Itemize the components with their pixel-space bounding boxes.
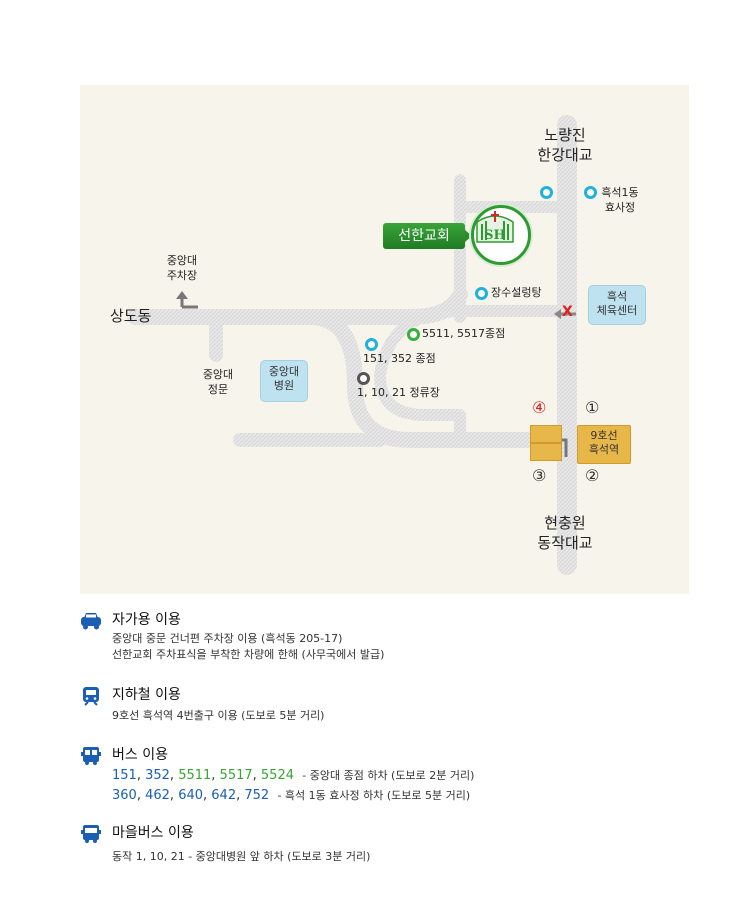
- legend-subway-line: 9호선 흑석역 4번출구 이용 (도보로 5분 거리): [112, 709, 325, 722]
- exit-2: ②: [585, 466, 600, 485]
- bus-route: 151: [112, 768, 137, 783]
- bus-route: 352: [145, 768, 170, 783]
- bus-route: 360: [112, 788, 137, 803]
- blocked-mark: X: [562, 304, 573, 320]
- label-stop-maeul: 1, 10, 21 정류장: [357, 386, 440, 399]
- church-logo-icon: SH: [476, 211, 514, 243]
- village-bus-icon: [81, 825, 101, 843]
- bus-stop-icon: [365, 338, 378, 351]
- road-south-east: [374, 305, 466, 446]
- legend-village-bus-title: 마을버스 이용: [112, 825, 194, 841]
- location-map: 노량진 한강대교 현충원 동작대교 상도동 중앙대 주차장 중앙대 정문 중앙대…: [80, 85, 689, 594]
- church-logo: SH: [471, 205, 531, 265]
- bus-route: 640: [178, 788, 204, 803]
- church-logo-text: SH: [484, 228, 506, 243]
- bus-route: 5517: [219, 768, 253, 783]
- bus-routes-row-1: 151, 352, 5511, 5517, 5524 - 중앙대 종점 하차 (…: [112, 768, 475, 783]
- exit-4: ④: [532, 398, 547, 417]
- village-bus-stop-icon: [357, 372, 370, 385]
- label-main-gate: 중앙대 정문: [202, 368, 234, 396]
- label-stop-151: 151, 352 종점: [363, 352, 436, 365]
- legend-bus: 버스 이용 151, 352, 5511, 5517, 5524 - 중앙대 종…: [80, 746, 700, 806]
- station-box: 9호선 흑석역: [577, 425, 631, 464]
- station-block-left-top: [530, 425, 562, 443]
- bus-route: 462: [145, 788, 170, 803]
- road-curve: [302, 309, 575, 448]
- legend-car-line: 중앙대 중문 건너편 주차장 이용 (흑석동 205-17): [112, 632, 343, 645]
- label-stop-5511: 5511, 5517종점: [422, 327, 506, 340]
- bus-stop-icon: [584, 186, 597, 199]
- legend-subway-title: 지하철 이용: [112, 687, 181, 703]
- exit-1: ①: [585, 398, 600, 417]
- bus-stop-icon: [475, 287, 488, 300]
- legend-village-bus-line: 동작 1, 10, 21 - 중앙대병원 앞 하차 (도보로 3분 거리): [112, 850, 371, 863]
- bus-route: 752: [244, 788, 270, 803]
- bus-note: - 중앙대 종점 하차 (도보로 2분 거리): [302, 769, 475, 782]
- bus-note: - 흑석 1동 효사정 하차 (도보로 5분 거리): [277, 789, 471, 802]
- bus-route: 642: [211, 788, 237, 803]
- bus-route: 5511: [178, 768, 212, 783]
- subway-icon: [83, 687, 99, 706]
- church-label: 선한교회: [383, 223, 465, 249]
- bus-stop-icon: [407, 328, 420, 341]
- label-west: 상도동: [110, 307, 152, 325]
- bus-route: 5524: [260, 768, 294, 783]
- bus-stop-icon: [540, 186, 553, 199]
- legend-bus-title: 버스 이용: [112, 747, 168, 763]
- label-stop-jangsu: 장수설렁탕: [491, 286, 542, 299]
- legend-car: 자가용 이용 중앙대 중문 건너편 주차장 이용 (흑석동 205-17) 선한…: [80, 611, 680, 666]
- label-south: 현충원 동작대교: [537, 514, 593, 552]
- legend-subway: 지하철 이용 9호선 흑석역 4번출구 이용 (도보로 5분 거리): [80, 686, 680, 726]
- church-pointer: [465, 230, 472, 242]
- legend-car-line: 선한교회 주차표식을 부착한 차량에 한해 (사무국에서 발급): [112, 648, 385, 661]
- hospital-box: 중앙대 병원: [260, 360, 308, 402]
- bus-routes-row-2: 360, 462, 640, 642, 752 - 흑석 1동 효사정 하차 (…: [112, 788, 471, 803]
- road-network: [127, 115, 577, 575]
- label-parking: 중앙대 주차장: [166, 254, 198, 282]
- sports-center-box: 흑석 체육센터: [588, 285, 646, 325]
- label-north: 노량진 한강대교: [537, 126, 593, 164]
- car-icon: [81, 613, 101, 630]
- label-stop-heukseok: 흑석1동 효사정: [601, 186, 639, 214]
- station-block-left-bottom: [530, 443, 562, 461]
- exit-3: ③: [532, 466, 547, 485]
- legend-car-title: 자가용 이용: [112, 612, 181, 628]
- bus-icon: [81, 747, 101, 765]
- legend-village-bus: 마을버스 이용 동작 1, 10, 21 - 중앙대병원 앞 하차 (도보로 3…: [80, 824, 680, 864]
